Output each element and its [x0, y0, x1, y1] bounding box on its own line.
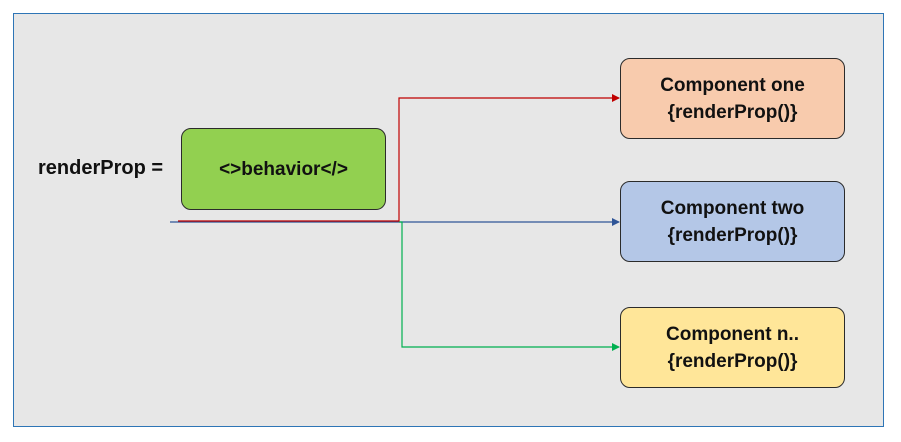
component-two-title: Component two [660, 197, 805, 219]
render-prop-label: renderProp = [38, 157, 164, 179]
component-one-title: Component one [660, 74, 805, 96]
component-two-call: {renderProp()} [667, 224, 798, 246]
component-two-node: Component two {renderProp()} [620, 181, 845, 262]
component-one-call: {renderProp()} [667, 101, 798, 123]
component-n-node: Component n.. {renderProp()} [620, 307, 845, 388]
component-n-call: {renderProp()} [667, 350, 798, 372]
component-one-node: Component one {renderProp()} [620, 58, 845, 139]
component-n-title: Component n.. [666, 323, 799, 345]
behavior-node: <>behavior</> [181, 128, 386, 210]
behavior-node-label: <>behavior</> [219, 158, 348, 180]
